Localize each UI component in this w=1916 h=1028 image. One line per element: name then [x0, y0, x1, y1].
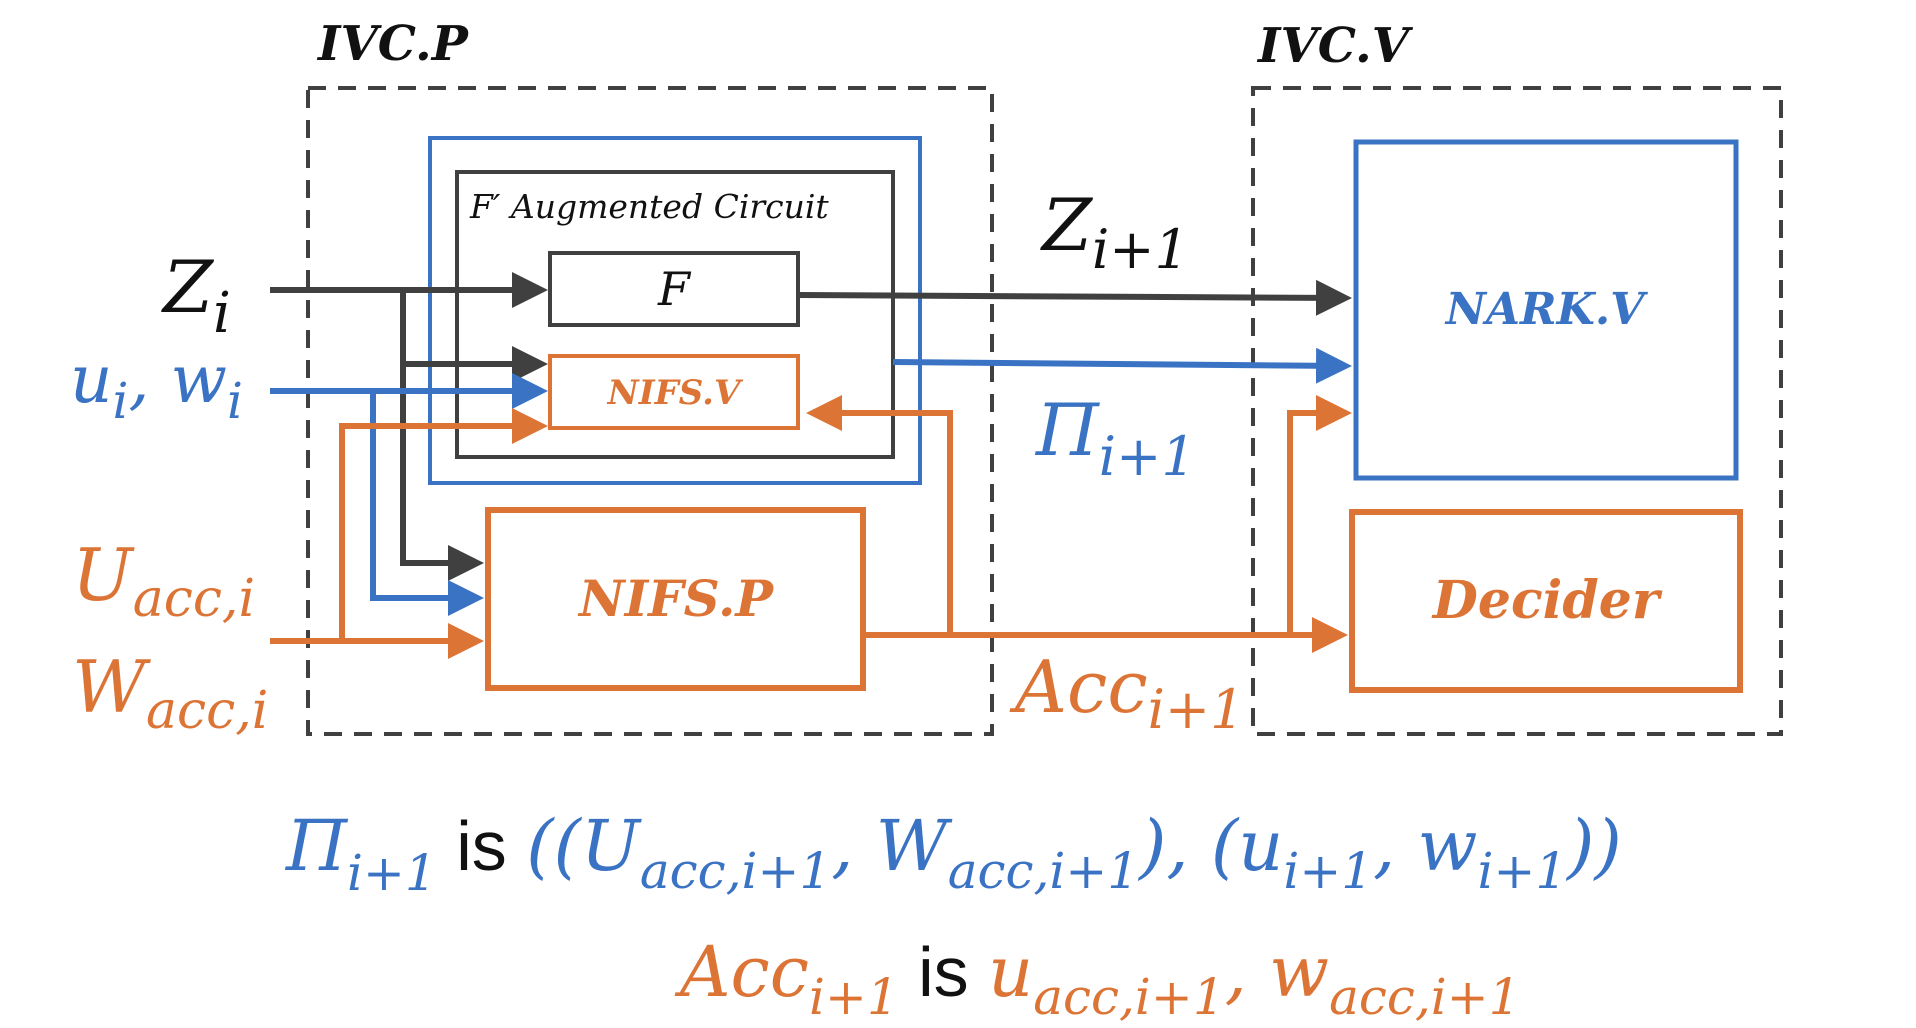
- u-acc-input-label: Uacc,i: [72, 533, 255, 629]
- f-box: [548, 251, 800, 327]
- z-input-label: Zi: [161, 245, 231, 346]
- z-next-label: Zi+1: [1040, 183, 1189, 281]
- prover-container: [306, 86, 994, 736]
- nifs-p-label: NIFS.P: [577, 569, 774, 628]
- nifs-p-box: [485, 507, 866, 691]
- w-acc-input-label: Wacc,i: [72, 645, 268, 741]
- nifs-v-box: [548, 354, 800, 430]
- footnote-acc-definition: Acci+1 is uacc,i+1, wacc,i+1: [674, 931, 1520, 1026]
- nifs-v-label: NIFS.V: [607, 373, 744, 413]
- f-label: F: [657, 262, 692, 316]
- decider-label: Decider: [1431, 570, 1663, 631]
- decider-box: [1349, 509, 1743, 693]
- verifier-container: [1251, 86, 1783, 736]
- z-input-wires: [270, 272, 1352, 581]
- footnote-pi-definition: Πi+1 is ((Uacc,i+1, Wacc,i+1), (ui+1, wi…: [284, 805, 1622, 902]
- acc-next-label: Acci+1: [1009, 645, 1245, 741]
- augmented-circuit-box: [455, 170, 895, 459]
- verifier-title: IVC.V: [1256, 18, 1414, 74]
- acc-wires: [270, 395, 1352, 659]
- uw-input-label: ui, wi: [70, 341, 243, 430]
- prover-title: IVC.P: [316, 16, 470, 72]
- uw-input-wires: [270, 347, 1352, 616]
- nark-v-box: [1353, 139, 1739, 481]
- augmented-circuit-label: F′ Augmented Circuit: [469, 187, 829, 226]
- augmented-circuit-outer: [428, 136, 922, 485]
- nark-v-label: NARK.V: [1444, 284, 1648, 335]
- pi-next-label: Πi+1: [1034, 388, 1196, 488]
